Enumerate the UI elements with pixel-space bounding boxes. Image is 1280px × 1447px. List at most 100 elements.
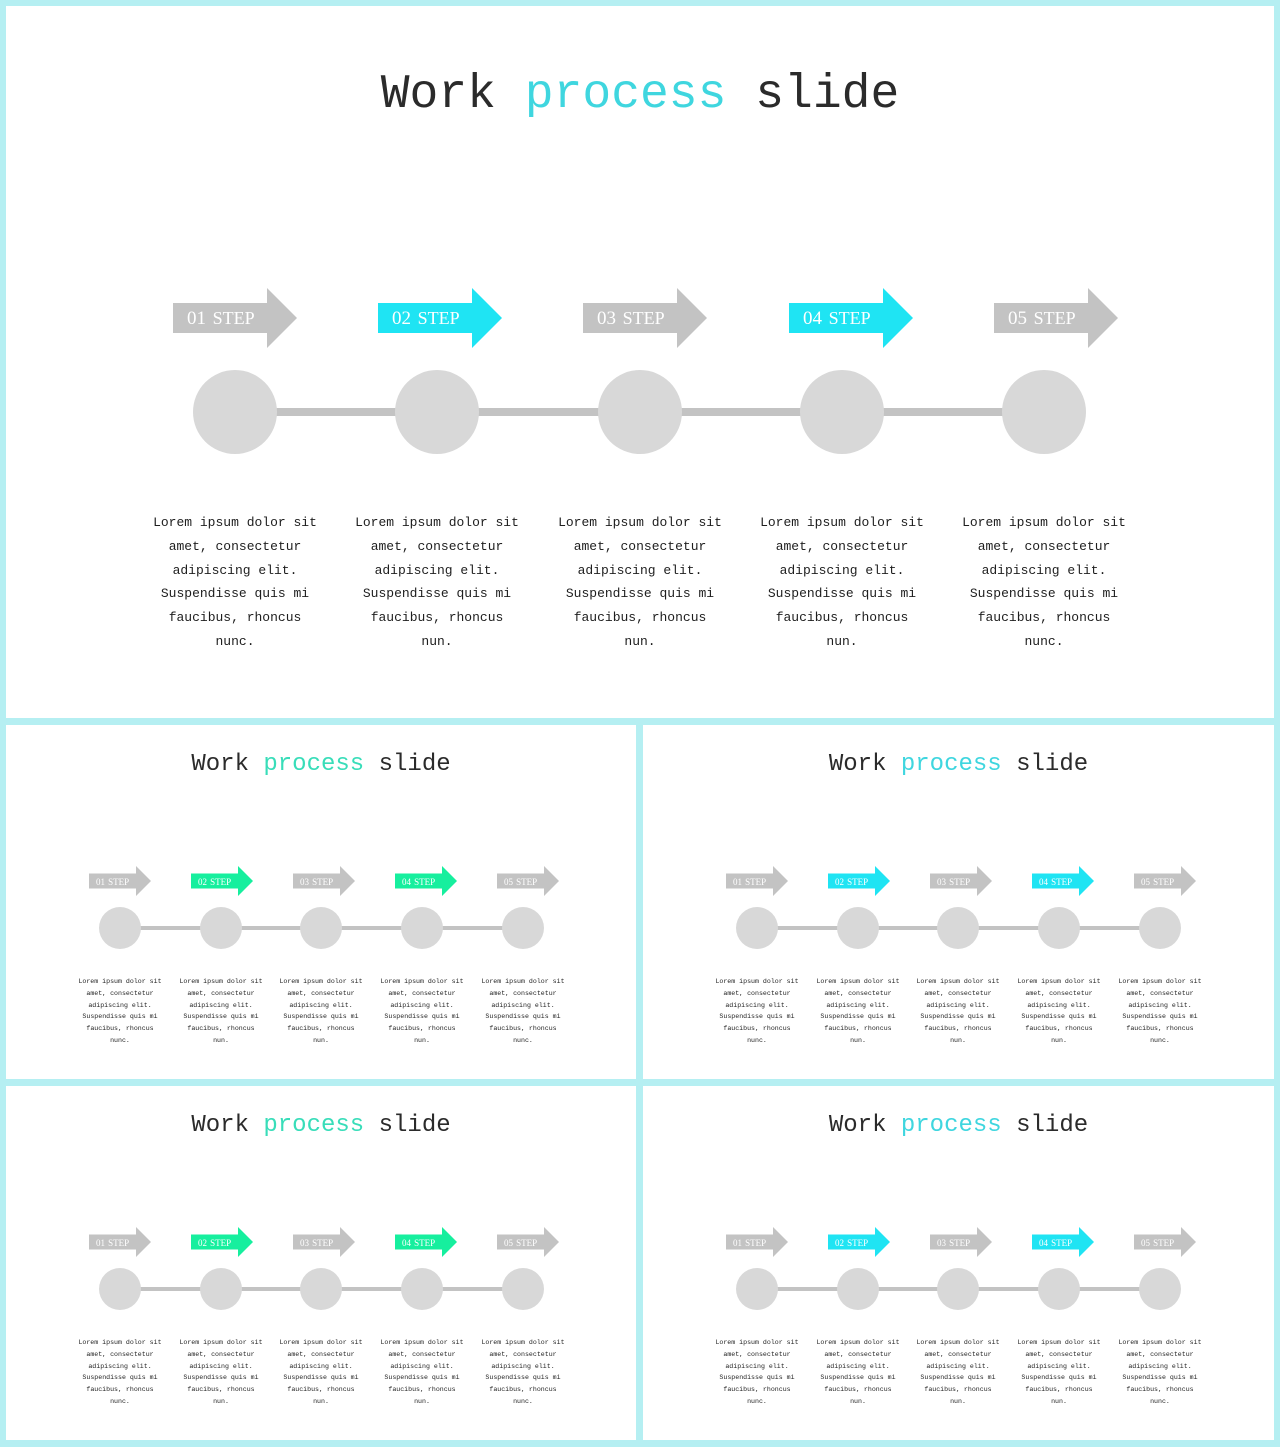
- step-circle-1: [193, 370, 277, 454]
- step-word: STEP: [745, 1238, 767, 1248]
- step-word: STEP: [622, 308, 665, 328]
- step-word: STEP: [108, 1238, 130, 1248]
- step-number: 03: [597, 308, 616, 329]
- step-description-1: Lorem ipsum dolor sit amet, consectetur …: [715, 978, 799, 1044]
- arrow-right-icon: [726, 866, 788, 896]
- step-word: STEP: [745, 877, 767, 887]
- step-number: 03: [300, 877, 309, 887]
- step-description-4: Lorem ipsum dolor sit amet, consectetur …: [380, 1339, 464, 1405]
- step-word: STEP: [828, 308, 871, 328]
- step-description-3: Lorem ipsum dolor sit amet, consectetur …: [558, 515, 722, 649]
- step-word: STEP: [1033, 308, 1076, 328]
- arrow-right-icon: [173, 288, 297, 348]
- title-post: slide: [364, 1112, 451, 1139]
- arrow-right-icon: [930, 1227, 992, 1257]
- step-label: 03 STEP: [597, 288, 665, 348]
- slide-title: Work process slide: [6, 751, 636, 778]
- arrow-shape: [1134, 866, 1196, 896]
- arrow-shape: [994, 288, 1118, 348]
- step-arrow-4[interactable]: 04 STEP: [789, 288, 913, 348]
- step-number: 02: [198, 877, 207, 887]
- title-post: slide: [1001, 1112, 1089, 1139]
- step-circle-3: [937, 907, 979, 949]
- title-highlight: process: [900, 751, 1002, 778]
- step-word: STEP: [312, 877, 334, 887]
- step-number: 02: [835, 1238, 844, 1248]
- slide-title: Work process slide: [6, 68, 1274, 122]
- step-description-5: Lorem ipsum dolor sit amet, consectetur …: [962, 515, 1126, 649]
- step-number: 03: [937, 877, 946, 887]
- step-description-5: Lorem ipsum dolor sit amet, consectetur …: [1118, 1339, 1202, 1405]
- arrow-shape: [726, 1227, 788, 1257]
- step-circle-5: [502, 907, 544, 949]
- step-description-1: Lorem ipsum dolor sit amet, consectetur …: [78, 1339, 162, 1405]
- step-word: STEP: [212, 308, 255, 328]
- step-number: 05: [1141, 1238, 1150, 1248]
- step-label: 04 STEP: [803, 288, 871, 348]
- step-circle-3: [937, 1268, 979, 1310]
- step-number: 04: [803, 308, 822, 329]
- arrow-right-icon: [293, 1227, 355, 1257]
- arrow-right-icon: [1134, 866, 1196, 896]
- step-word: STEP: [210, 877, 232, 887]
- step-circle-1: [736, 1268, 778, 1310]
- arrow-shape: [497, 866, 559, 896]
- step-description-4: Lorem ipsum dolor sit amet, consectetur …: [1017, 1339, 1101, 1405]
- step-circle-5: [502, 1268, 544, 1310]
- title-pre: Work: [380, 68, 525, 122]
- step-number: 05: [504, 877, 513, 887]
- arrow-right-icon: [828, 866, 890, 896]
- arrow-shape: [930, 866, 992, 896]
- arrow-right-icon: [828, 1227, 890, 1257]
- step-word: STEP: [417, 308, 460, 328]
- step-arrow-3[interactable]: 03 STEP: [583, 288, 707, 348]
- step-word: STEP: [312, 1238, 334, 1248]
- step-word: STEP: [847, 1238, 869, 1248]
- step-number: 05: [504, 1238, 513, 1248]
- arrow-shape: [726, 866, 788, 896]
- step-number: 01: [733, 877, 742, 887]
- arrow-right-icon: [726, 1227, 788, 1257]
- step-circle-3: [300, 907, 342, 949]
- step-description-4: Lorem ipsum dolor sit amet, consectetur …: [380, 978, 464, 1044]
- title-pre: Work: [828, 751, 901, 778]
- step-description-5: Lorem ipsum dolor sit amet, consectetur …: [481, 978, 565, 1044]
- arrow-shape: [89, 1227, 151, 1257]
- step-description-2: Lorem ipsum dolor sit amet, consectetur …: [816, 1339, 900, 1405]
